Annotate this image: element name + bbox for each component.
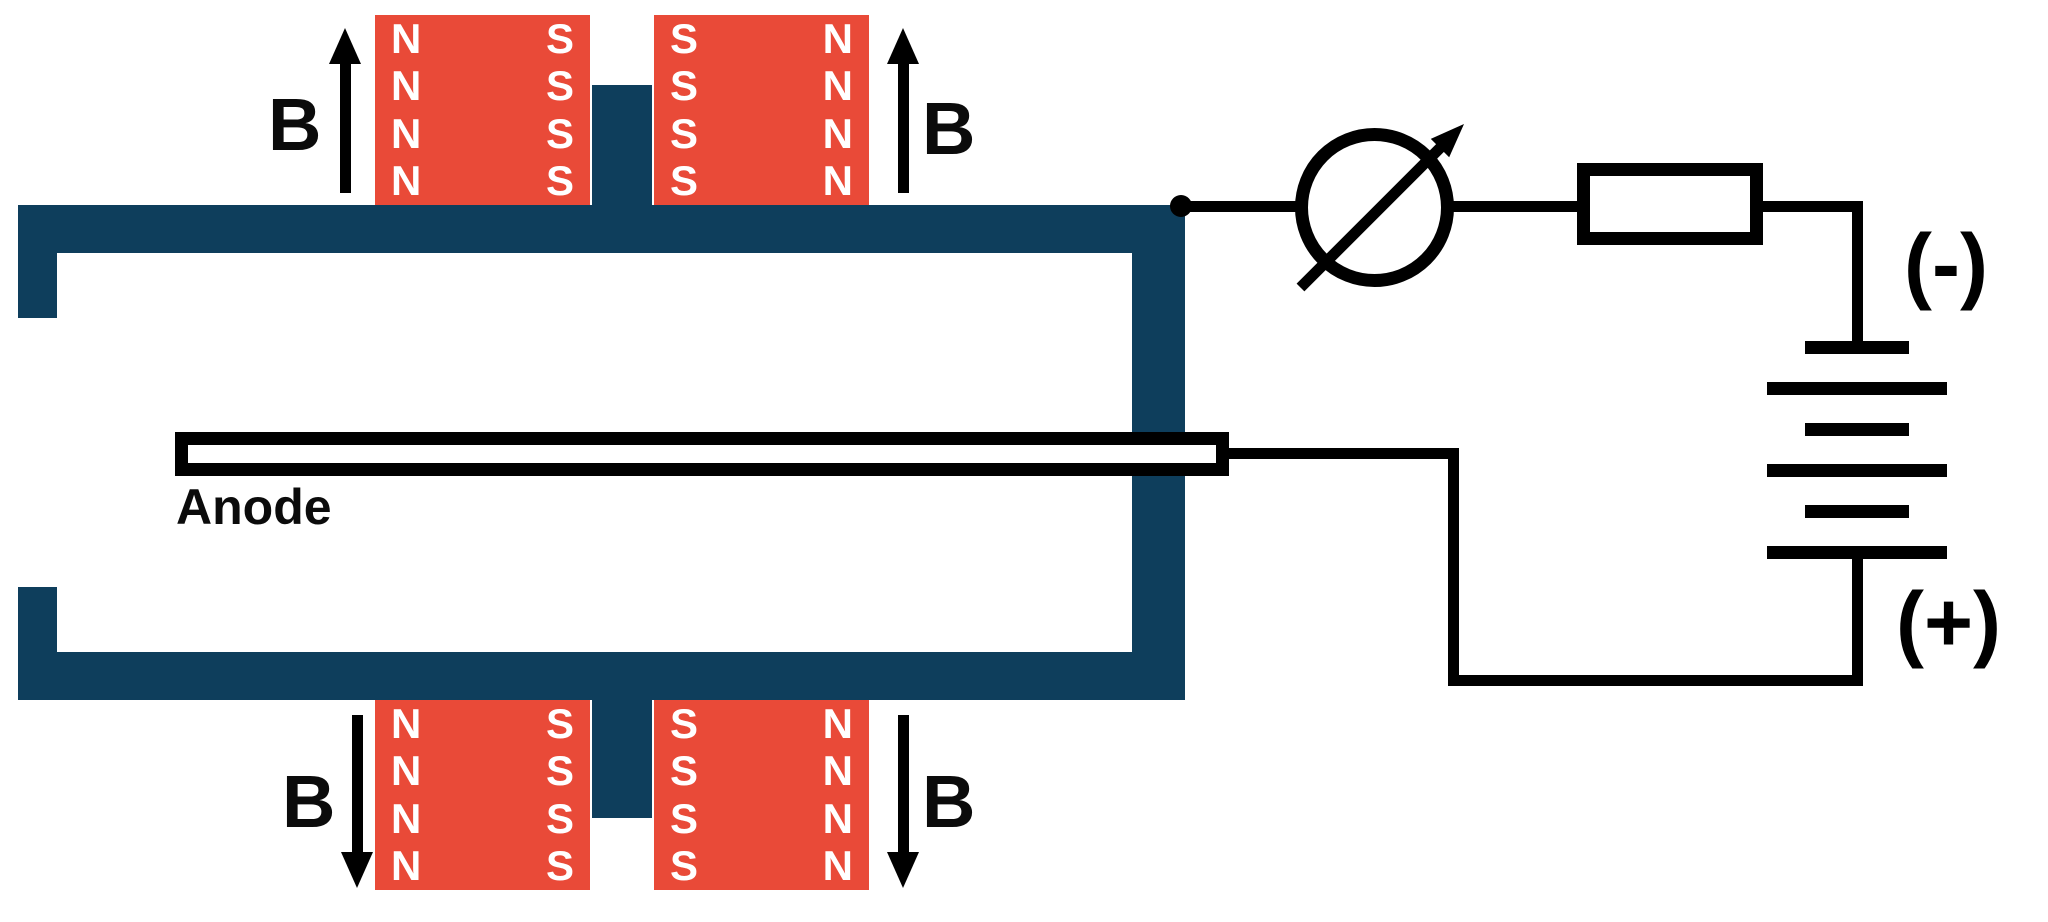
b-arrow-down-icon xyxy=(887,852,919,888)
magnet-bottom-left-north-column: N N N N xyxy=(391,700,421,890)
wire-junction-to-meter xyxy=(1181,201,1301,212)
pole-letter: S xyxy=(545,794,574,842)
pole-letter: S xyxy=(545,62,574,110)
pole-letter: S xyxy=(545,109,574,157)
pole-letter: N xyxy=(391,794,422,842)
pole-letter: S xyxy=(670,157,699,205)
b-arrow-down-icon xyxy=(341,852,373,888)
battery-plate-long xyxy=(1767,464,1947,477)
b-arrow-shaft xyxy=(340,60,351,193)
pole-letter: N xyxy=(822,157,853,205)
pole-letter: N xyxy=(822,14,853,62)
wire-down-to-battery xyxy=(1852,201,1863,347)
battery-plate-short xyxy=(1805,423,1909,436)
anode-rod xyxy=(175,432,1229,476)
pole-letter: N xyxy=(822,109,853,157)
enclosure-top-pole-piece xyxy=(592,85,652,205)
pole-letter: S xyxy=(670,62,699,110)
magnet-top-right-south-column: S S S S xyxy=(670,15,698,205)
wire-anode-riser xyxy=(1448,448,1459,686)
b-arrow-up-icon xyxy=(887,28,919,64)
pole-letter: S xyxy=(670,109,699,157)
magnet-top-left: N N N N S S S S xyxy=(375,15,590,205)
pole-letter: N xyxy=(391,109,422,157)
b-arrow-shaft xyxy=(898,60,909,193)
pole-letter: S xyxy=(670,699,699,747)
pole-letter: N xyxy=(391,157,422,205)
b-arrow-up-icon xyxy=(329,28,361,64)
pole-letter: N xyxy=(822,699,853,747)
magnet-bottom-right-south-column: S S S S xyxy=(670,700,698,890)
pole-letter: S xyxy=(545,157,574,205)
resistor-box-icon xyxy=(1577,163,1763,245)
enclosure-left-top-stub xyxy=(18,205,57,318)
magnet-bottom-left-south-column: S S S S xyxy=(546,700,574,890)
pole-letter: N xyxy=(391,14,422,62)
pole-letter: N xyxy=(822,794,853,842)
b-field-label: B xyxy=(922,760,976,843)
magnet-top-right: S S S S N N N N xyxy=(654,15,869,205)
wire-battery-down xyxy=(1852,552,1863,686)
b-field-label: B xyxy=(282,760,336,843)
battery-plate-short xyxy=(1805,341,1909,354)
enclosure-top-bar xyxy=(18,205,1185,253)
magnet-top-right-north-column: N N N N xyxy=(823,15,853,205)
b-arrow-shaft xyxy=(898,715,909,852)
pole-letter: N xyxy=(391,842,422,890)
enclosure-left-bottom-stub xyxy=(18,587,57,700)
magnet-bottom-right-north-column: N N N N xyxy=(823,700,853,890)
pole-letter: N xyxy=(822,747,853,795)
battery-positive-label: (+) xyxy=(1896,575,2001,669)
pole-letter: S xyxy=(545,747,574,795)
pole-letter: N xyxy=(391,699,422,747)
battery-plate-long xyxy=(1767,382,1947,395)
pole-letter: S xyxy=(545,14,574,62)
pole-letter: N xyxy=(391,62,422,110)
wire-meter-to-resistor xyxy=(1450,201,1580,212)
magnet-bottom-left: N N N N S S S S xyxy=(375,700,590,890)
enclosure-bottom-pole-piece xyxy=(592,700,652,818)
pole-letter: N xyxy=(391,747,422,795)
magnet-top-left-north-column: N N N N xyxy=(391,15,421,205)
pole-letter: N xyxy=(822,842,853,890)
pole-letter: S xyxy=(670,14,699,62)
b-field-label: B xyxy=(268,83,322,166)
junction-dot-icon xyxy=(1170,195,1192,217)
pole-letter: N xyxy=(822,62,853,110)
enclosure-bottom-bar xyxy=(18,652,1185,700)
pole-letter: S xyxy=(545,699,574,747)
b-arrow-shaft xyxy=(352,715,363,852)
battery-negative-label: (-) xyxy=(1904,217,1988,311)
pole-letter: S xyxy=(670,794,699,842)
pole-letter: S xyxy=(670,842,699,890)
magnet-bottom-right: S S S S N N N N xyxy=(654,700,869,890)
battery-plate-short xyxy=(1805,505,1909,518)
magnet-top-left-south-column: S S S S xyxy=(546,15,574,205)
pole-letter: S xyxy=(545,842,574,890)
wire-bottom-return xyxy=(1448,675,1863,686)
pole-letter: S xyxy=(670,747,699,795)
wire-resistor-to-corner xyxy=(1763,201,1863,212)
wire-anode-to-riser xyxy=(1229,448,1459,459)
b-field-label: B xyxy=(922,87,976,170)
anode-label: Anode xyxy=(176,479,332,535)
